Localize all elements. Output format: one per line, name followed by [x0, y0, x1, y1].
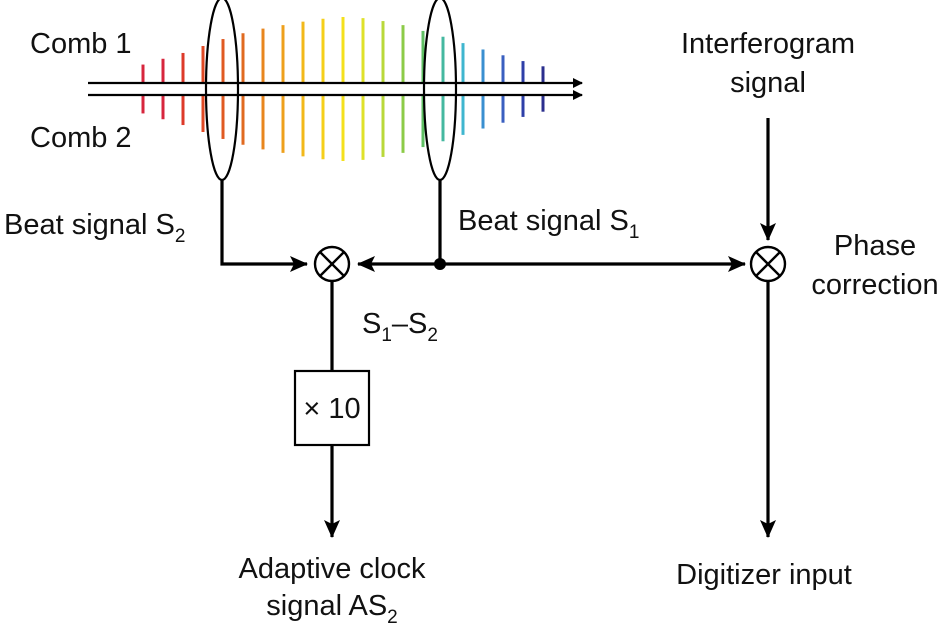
beat-detector-s2-ellipse [204, 0, 240, 182]
comb-1-spectrum [141, 17, 545, 83]
digitizer-input-label: Digitizer input [676, 559, 852, 591]
beat-signal-s1-label: Beat signal S1 [458, 205, 639, 243]
interferogram-label-2: signal [730, 67, 806, 99]
comb-1-label: Comb 1 [30, 28, 132, 60]
interferogram-label-1: Interferogram [681, 28, 855, 60]
phase-correction-label-2: correction [811, 269, 938, 301]
beat-detector-s1-ellipse [422, 0, 458, 182]
adaptive-clock-label-2: signal AS2 [266, 590, 398, 628]
beat-signal-s2-label: Beat signal S2 [4, 209, 185, 247]
junction-dot [434, 258, 446, 270]
difference-label: S1–S2 [362, 308, 438, 346]
s2-wire [220, 180, 308, 272]
mixer-phase-correction [749, 245, 787, 283]
comb-2-label: Comb 2 [30, 122, 132, 154]
mixer-s1-s2 [313, 245, 351, 283]
multiplier-label: × 10 [303, 393, 360, 425]
comb-2-spectrum [141, 95, 545, 161]
phase-correction-label-1: Phase [834, 230, 916, 262]
adaptive-clock-label-1: Adaptive clock [239, 553, 426, 585]
multiplier-box [293, 369, 371, 447]
